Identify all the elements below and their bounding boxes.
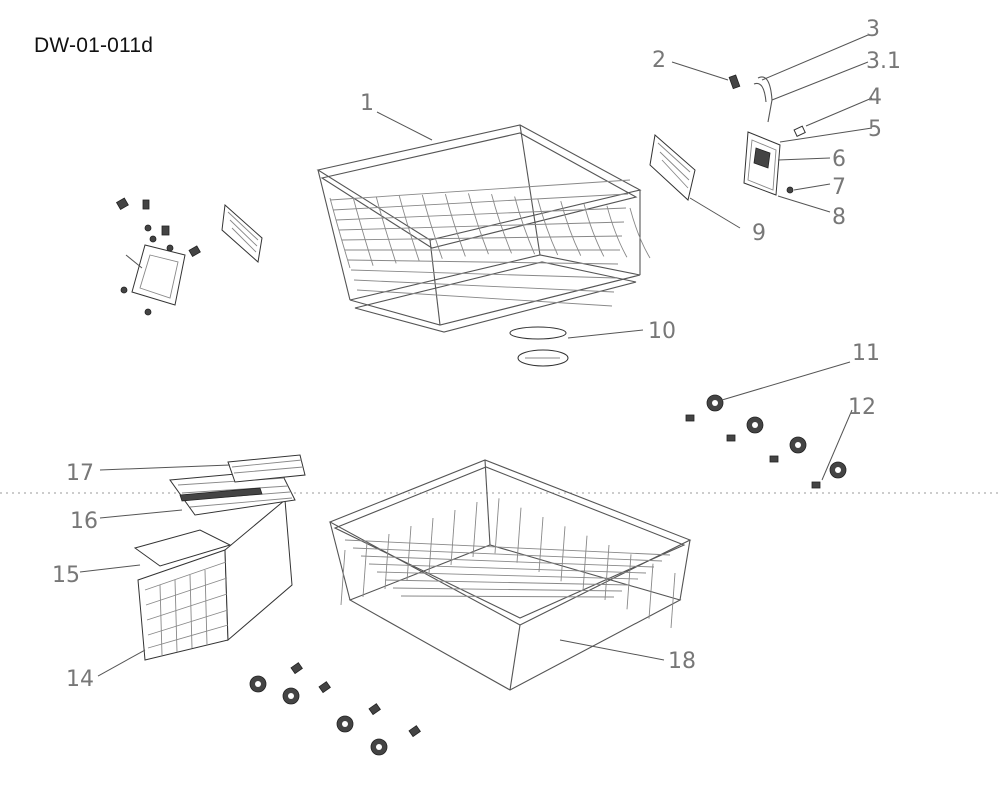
callout-18: 18 (668, 649, 696, 674)
callout-14: 14 (66, 667, 94, 692)
callout-5: 5 (868, 117, 882, 142)
callout-9: 9 (752, 221, 766, 246)
rack-adjuster-assembly (649, 74, 806, 201)
diagram-code: DW-01-011d (34, 34, 154, 57)
lower-rack (328, 459, 692, 691)
callout-3: 3 (866, 17, 880, 42)
callout-6: 6 (832, 147, 846, 172)
callout-12: 12 (848, 395, 876, 420)
callout-1: 1 (360, 91, 374, 116)
callout-3-1: 3.1 (866, 49, 901, 74)
rack-wheels-lower (249, 662, 421, 756)
callout-17: 17 (66, 461, 94, 486)
callout-2: 2 (652, 48, 666, 73)
callout-15: 15 (52, 563, 80, 588)
callout-7: 7 (832, 175, 846, 200)
leader-lines (79, 34, 873, 677)
cutlery-basket (133, 454, 306, 661)
callout-labels: 1 2 3 3.1 4 5 6 7 8 9 10 11 12 14 15 16 … (52, 17, 901, 692)
callout-16: 16 (70, 509, 98, 534)
callout-8: 8 (832, 205, 846, 230)
callout-10: 10 (648, 319, 676, 344)
callout-4: 4 (868, 85, 882, 110)
upper-rack (316, 124, 651, 333)
callout-11: 11 (852, 341, 880, 366)
spray-arm-disc (509, 326, 569, 367)
rack-wheels-right (685, 394, 847, 489)
rack-rail-left (115, 197, 263, 316)
